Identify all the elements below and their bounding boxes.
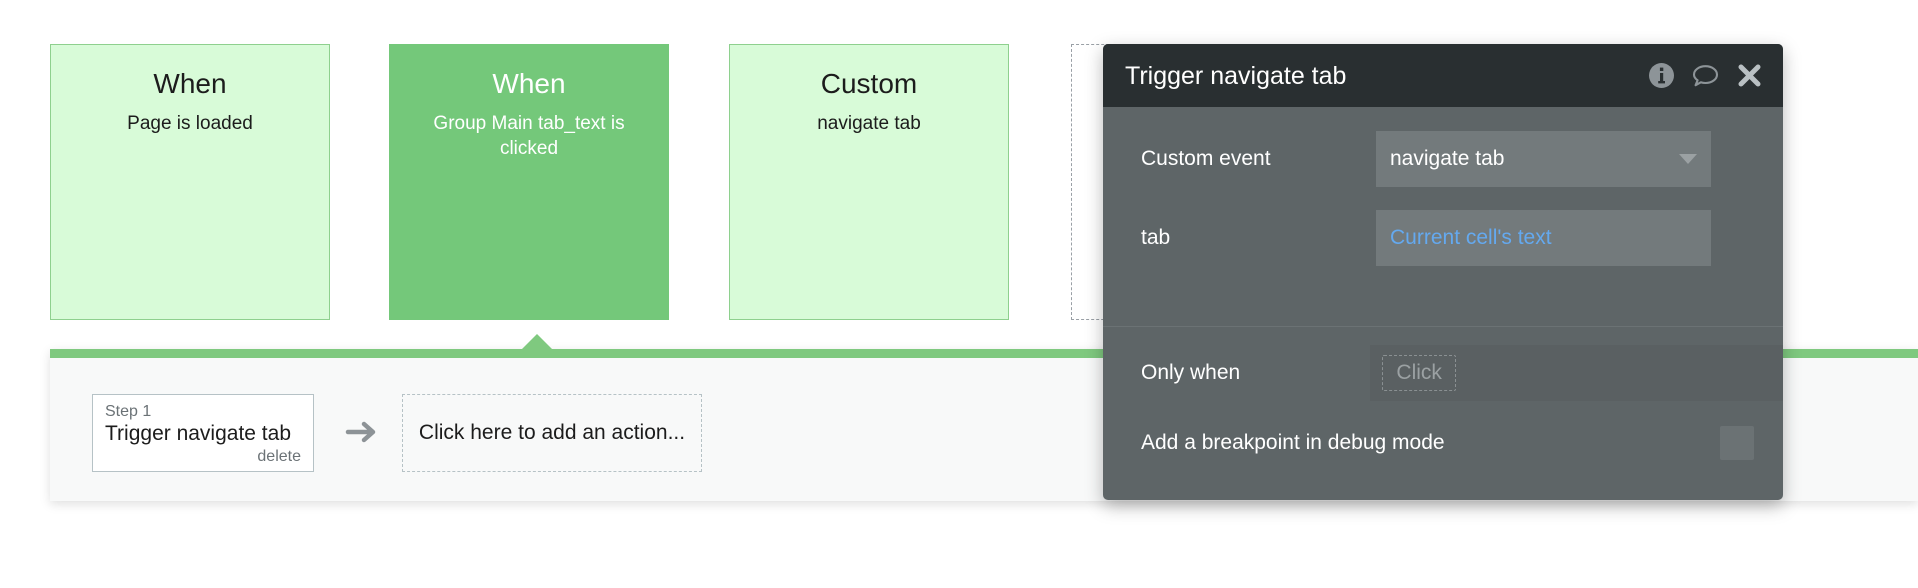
field-label-custom-event: Custom event xyxy=(1141,147,1271,170)
custom-event-dropdown[interactable]: navigate tab xyxy=(1376,131,1711,187)
close-icon[interactable] xyxy=(1736,62,1763,89)
event-card-subtitle: Group Main tab_text is clicked xyxy=(433,113,625,159)
field-row-breakpoint: Add a breakpoint in debug mode xyxy=(1103,423,1783,463)
field-row-custom-event: Custom event navigate tab xyxy=(1103,131,1783,187)
breakpoint-label: Add a breakpoint in debug mode xyxy=(1141,431,1445,454)
workflow-caret-icon xyxy=(521,334,553,350)
workflow-accent-bar xyxy=(50,349,1918,358)
event-card-group-main-tab-text-is-clicked[interactable]: When Group Main tab_text is clicked xyxy=(389,44,669,320)
field-row-tab: tab Current cell's text xyxy=(1103,210,1783,266)
only-when-placeholder[interactable]: Click xyxy=(1382,355,1456,391)
tab-value-input[interactable]: Current cell's text xyxy=(1376,210,1711,266)
step-delete-link[interactable]: delete xyxy=(257,448,301,465)
breakpoint-checkbox[interactable] xyxy=(1720,426,1754,460)
tab-value: Current cell's text xyxy=(1390,226,1552,249)
chevron-down-icon xyxy=(1679,154,1697,164)
event-card-title: When xyxy=(153,68,227,99)
event-card-custom-navigate-tab[interactable]: Custom navigate tab xyxy=(729,44,1009,320)
add-action-button[interactable]: Click here to add an action... xyxy=(402,394,702,472)
step-title: Trigger navigate tab xyxy=(105,422,291,445)
workflow-step-card[interactable]: Step 1 Trigger navigate tab delete xyxy=(92,394,314,472)
property-editor-title: Trigger navigate tab xyxy=(1125,61,1347,90)
info-icon[interactable] xyxy=(1648,62,1675,89)
custom-event-value: navigate tab xyxy=(1390,147,1505,170)
only-when-input[interactable]: Click xyxy=(1370,345,1783,401)
arrow-right-icon xyxy=(345,415,379,449)
property-editor-body: Custom event navigate tab tab Current ce… xyxy=(1103,107,1783,500)
field-label-only-when: Only when xyxy=(1141,361,1241,384)
comment-icon[interactable] xyxy=(1692,62,1719,89)
event-card-page-is-loaded[interactable]: When Page is loaded xyxy=(50,44,330,320)
event-card-title: Custom xyxy=(820,68,918,99)
event-card-subtitle: navigate tab xyxy=(817,113,921,134)
add-action-label: Click here to add an action... xyxy=(418,421,686,444)
property-editor-panel: Trigger navigate tab xyxy=(1103,44,1783,500)
step-number-label: Step 1 xyxy=(105,403,152,420)
event-card-title: When xyxy=(492,68,566,99)
property-group-divider xyxy=(1103,326,1783,327)
field-row-only-when: Only when Click xyxy=(1103,345,1783,401)
property-editor-header: Trigger navigate tab xyxy=(1103,44,1783,107)
event-card-subtitle: Page is loaded xyxy=(127,113,253,134)
field-label-tab: tab xyxy=(1141,226,1171,249)
property-editor-header-actions xyxy=(1648,62,1763,89)
